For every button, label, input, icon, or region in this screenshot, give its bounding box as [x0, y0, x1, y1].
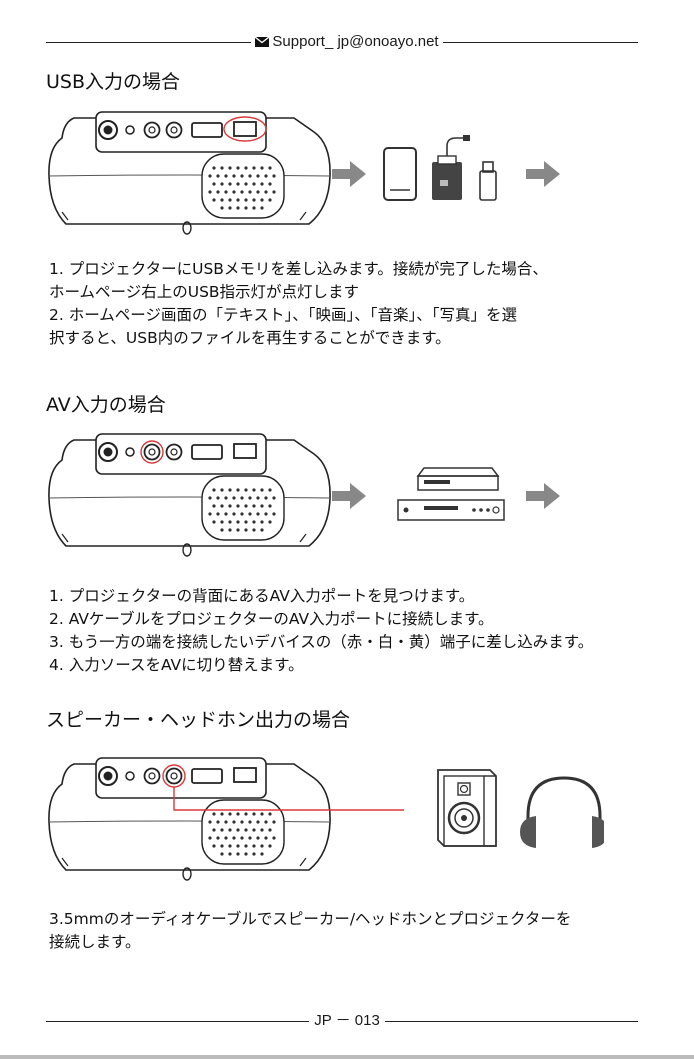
headphones-icon [520, 776, 604, 848]
av-port-highlight [140, 440, 164, 464]
projector-back-usb [47, 111, 331, 235]
av-line-3: 3. もう一方の端を接続したいデバイスの（赤・白・黄）端子に差し込みます。 [49, 633, 594, 651]
page-number: JP － 013 [0, 1010, 694, 1032]
envelope-icon [255, 37, 270, 47]
support-email: Support_ jp@onoayo.net [272, 33, 439, 50]
usb-connection-illustration [47, 111, 560, 235]
dvd-player-icon [397, 467, 505, 521]
card-reader-icon [432, 135, 470, 200]
av-instructions: 1. プロジェクターの背面にあるAV入力ポートを見つけます。 2. AVケーブル… [49, 585, 593, 677]
usb-port-highlight [223, 116, 267, 142]
usb-line-3: 2. ホームページ画面の「テキスト」、「映画」、「音楽」、「写真」を選 [49, 306, 517, 324]
audio-line-1: 3.5mmのオーディオケーブルでスピーカー/ヘッドホンとプロジェクターを [49, 910, 572, 928]
usb-line-4: 択すると、USB内のファイルを再生することができます。 [49, 329, 451, 347]
smartphone-icon [383, 147, 417, 201]
audio-cable-line [173, 787, 404, 811]
usb-stick-icon [479, 161, 497, 201]
speaker-icon [437, 769, 497, 847]
arrow-icon [526, 161, 560, 187]
usb-line-1: 1. プロジェクターにUSBメモリを差し込みます。接続が完了した場合、 [49, 260, 548, 278]
projector-back-av [47, 433, 331, 557]
av-connection-illustration [47, 433, 560, 557]
section-title-audio: スピーカー・ヘッドホン出力の場合 [46, 709, 351, 731]
audio-line-2: 接続します。 [49, 933, 141, 951]
av-line-4: 4. 入力ソースをAVに切り替えます。 [49, 656, 304, 674]
arrow-icon [332, 483, 366, 509]
projector-back-audio [47, 757, 331, 881]
usb-line-2: ホームページ右上のUSB指示灯が点灯します [49, 283, 360, 301]
section-title-av: AV入力の場合 [46, 394, 166, 416]
av-line-1: 1. プロジェクターの背面にあるAV入力ポートを見つけます。 [49, 587, 475, 605]
arrow-icon [332, 161, 366, 187]
arrow-icon [526, 483, 560, 509]
support-contact: Support_ jp@onoayo.net [0, 31, 694, 53]
usb-instructions: 1. プロジェクターにUSBメモリを差し込みます。接続が完了した場合、 ホームペ… [49, 258, 548, 350]
audio-connection-illustration [47, 757, 604, 881]
section-title-usb: USB入力の場合 [46, 71, 181, 93]
page-bottom-edge [0, 1055, 694, 1059]
page-label: JP － 013 [309, 1012, 385, 1029]
audio-instructions: 3.5mmのオーディオケーブルでスピーカー/ヘッドホンとプロジェクターを 接続し… [49, 908, 571, 954]
av-line-2: 2. AVケーブルをプロジェクターのAV入力ポートに接続します。 [49, 610, 494, 628]
